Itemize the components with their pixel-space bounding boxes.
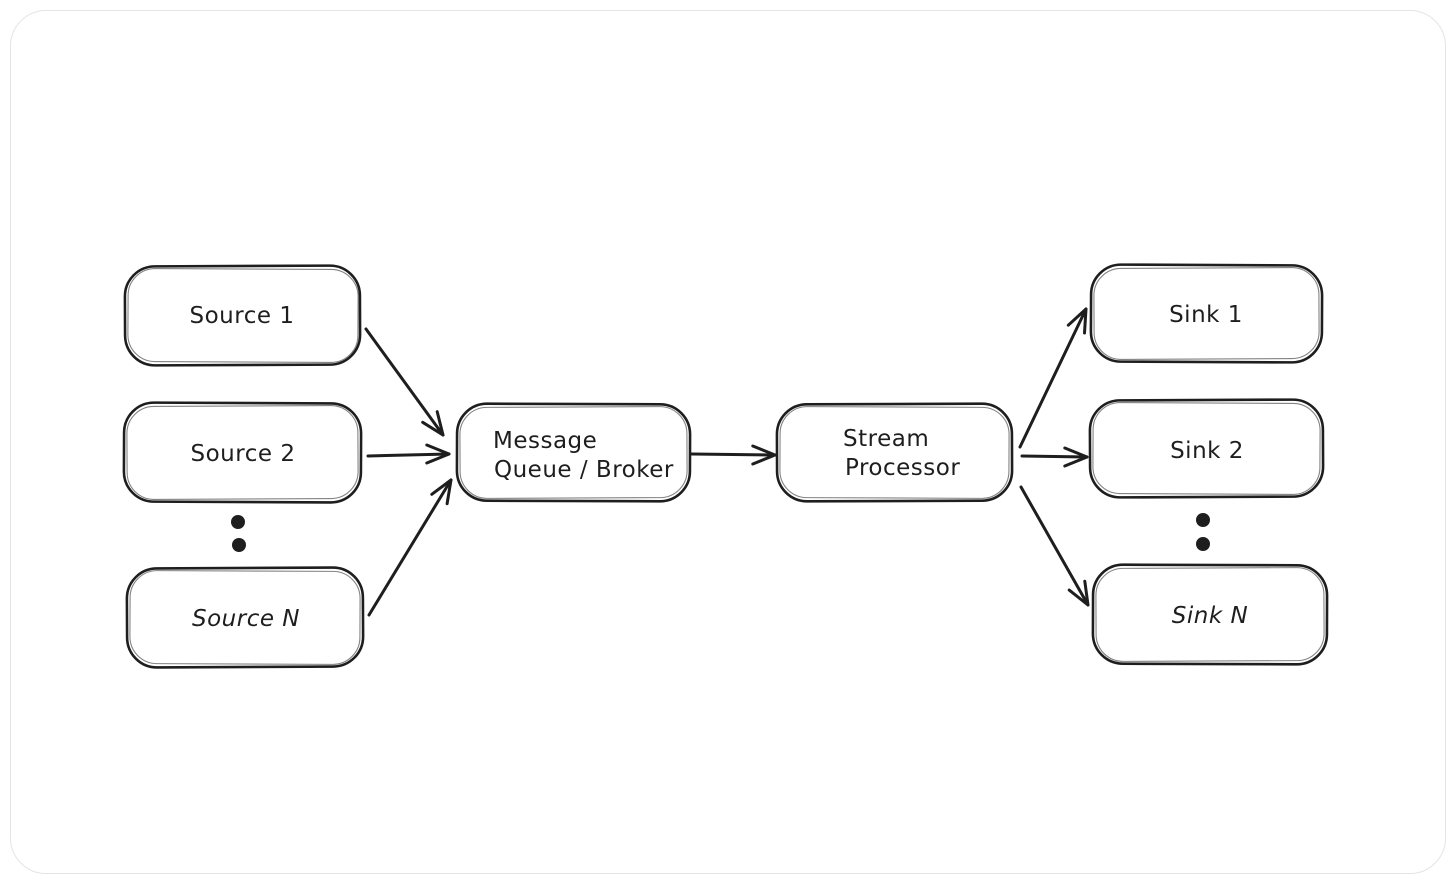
node-source-n: Source N <box>125 566 365 669</box>
node-source-1-label: Source 1 <box>190 303 295 329</box>
node-source-2-label: Source 2 <box>191 441 296 467</box>
node-sink-1-label: Sink 1 <box>1169 302 1243 328</box>
ellipsis-dot <box>1196 513 1210 527</box>
node-source-2: Source 2 <box>122 401 363 504</box>
node-stream-processor-label-line2: Processor <box>845 455 960 481</box>
node-source-n-label: Source N <box>192 606 300 632</box>
edge-queue-to-processor <box>690 444 777 466</box>
node-message-queue: Message Queue / Broker <box>455 402 692 503</box>
left-ellipsis <box>231 515 246 552</box>
node-sink-2-label: Sink 2 <box>1170 438 1244 464</box>
ellipsis-dot <box>1196 537 1210 551</box>
node-message-queue-label-line2: Queue / Broker <box>494 457 674 483</box>
edge-processor-to-sinkN <box>1019 485 1090 607</box>
node-stream-processor-label-line1: Stream <box>843 426 929 452</box>
right-ellipsis <box>1196 513 1210 551</box>
node-source-1: Source 1 <box>123 264 362 367</box>
ellipsis-dot <box>231 515 245 529</box>
node-message-queue-label-line1: Message <box>493 428 597 454</box>
node-stream-processor: Stream Processor <box>775 402 1014 503</box>
edge-sourceN-to-queue <box>367 478 453 617</box>
edge-processor-to-sink1 <box>1018 307 1088 449</box>
edge-source1-to-queue <box>364 327 445 437</box>
ellipsis-dot <box>232 538 246 552</box>
node-sink-n: Sink N <box>1091 563 1329 666</box>
node-sink-1: Sink 1 <box>1089 263 1324 364</box>
edge-processor-to-sink2 <box>1020 446 1089 468</box>
node-sink-2: Sink 2 <box>1088 398 1325 499</box>
node-sink-n-label: Sink N <box>1172 603 1248 629</box>
edge-source2-to-queue <box>366 443 451 465</box>
